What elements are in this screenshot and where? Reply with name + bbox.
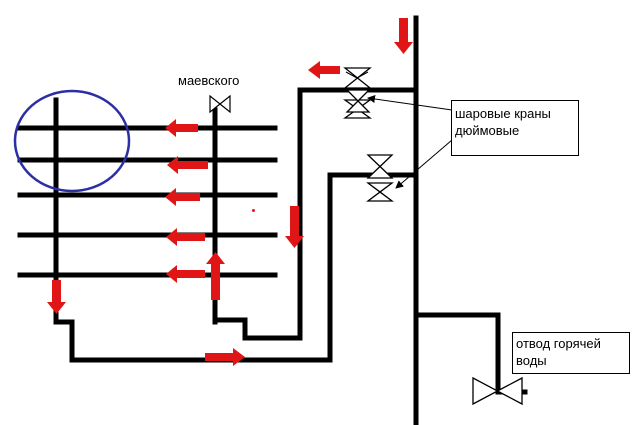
red-arrow-icon	[394, 18, 413, 54]
label-pointers	[367, 95, 453, 189]
mayevsky-label: маевского	[178, 73, 240, 88]
flow-arrows	[47, 18, 413, 366]
red-arrow-icon	[166, 265, 205, 283]
valve-icon	[366, 154, 394, 202]
red-arrow-icon	[285, 206, 304, 248]
red-arrow-icon	[206, 252, 225, 300]
hot-water-branch	[413, 312, 528, 395]
highlight-circle	[13, 89, 131, 193]
red-arrow-icon	[308, 61, 340, 79]
red-arrow-icon	[166, 228, 205, 246]
upper-supply-branch	[212, 87, 419, 341]
hot-water-label: отвод горячей воды	[512, 332, 630, 374]
red-dot	[252, 209, 255, 212]
pipes	[17, 15, 528, 425]
red-arrow-icon	[205, 348, 245, 366]
valve-icon	[209, 94, 231, 114]
red-arrow-icon	[47, 280, 66, 314]
red-arrow-icon	[165, 119, 198, 137]
ball-valves-label: шаровые краны дюймовые	[451, 100, 579, 156]
valve-icon	[345, 89, 371, 113]
lower-supply-branch	[53, 172, 419, 363]
red-arrow-icon	[165, 188, 200, 206]
red-arrow-icon	[167, 156, 208, 174]
valve-icon	[472, 376, 523, 406]
